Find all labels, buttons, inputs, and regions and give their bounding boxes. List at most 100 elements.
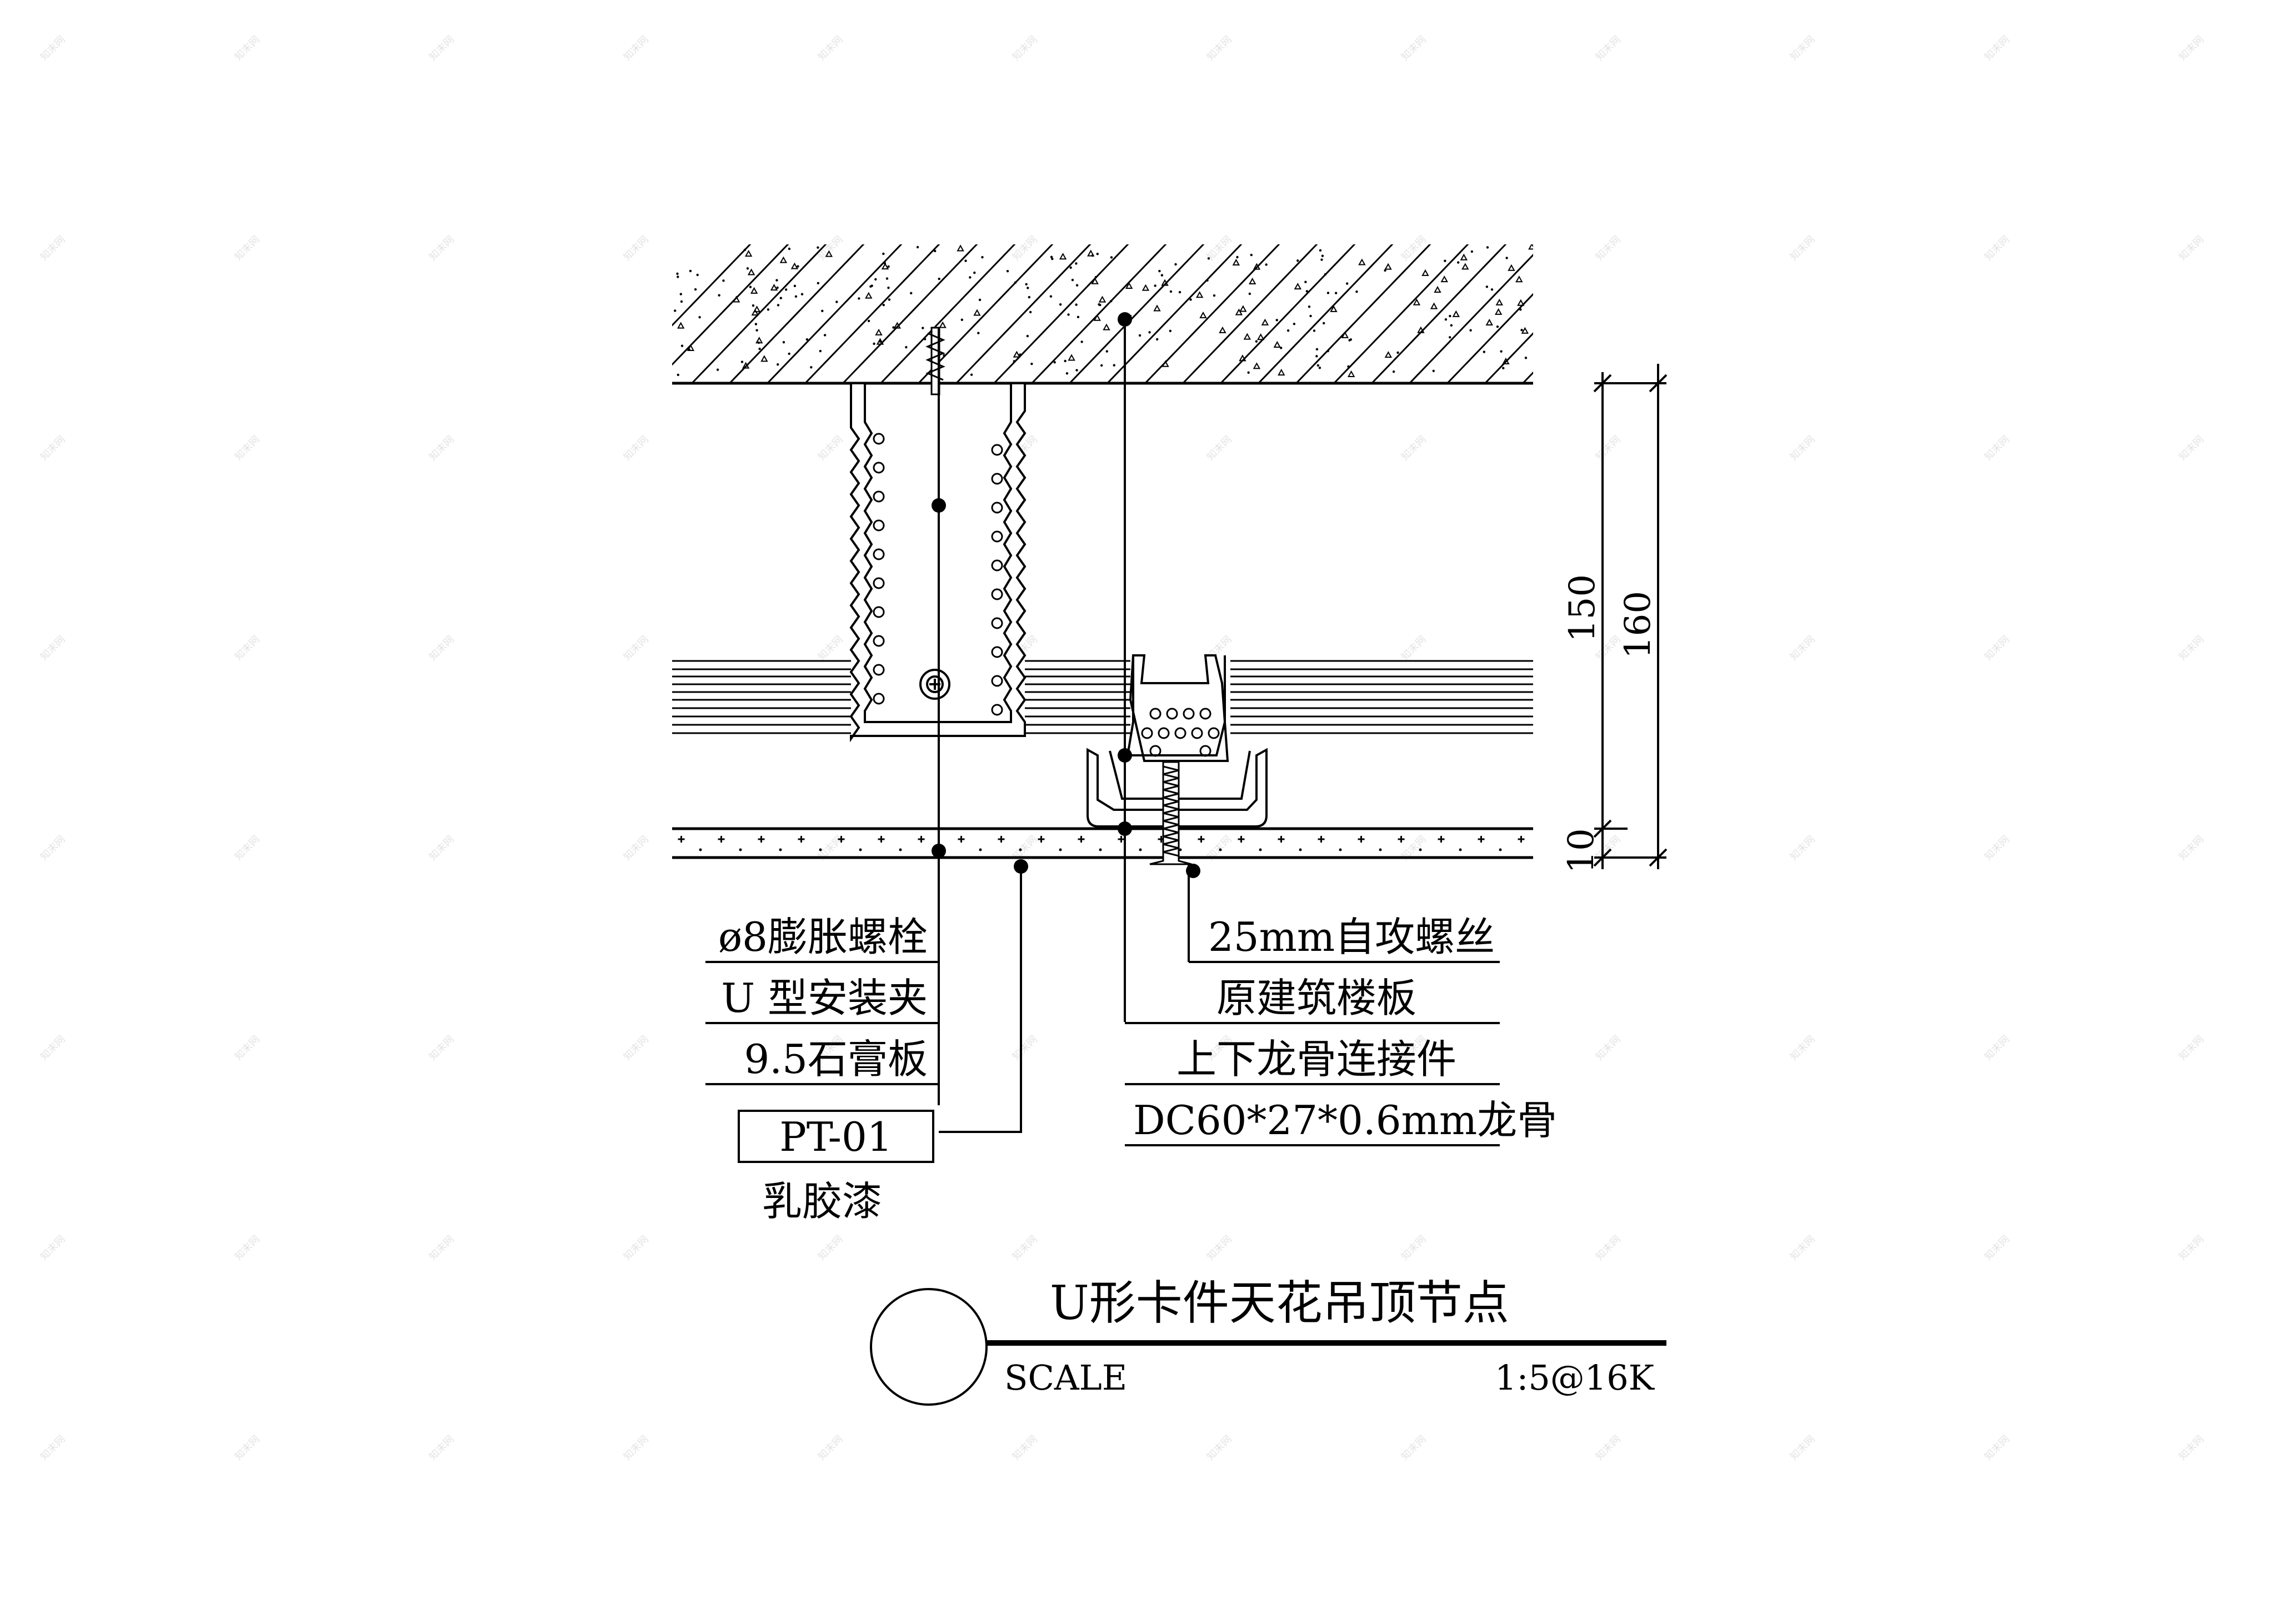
watermark: 知末网 xyxy=(622,234,651,263)
watermark: 知末网 xyxy=(1788,1433,1818,1463)
callout-floor-slab: 原建筑楼板 xyxy=(1216,975,1416,1021)
dim-total: 160 xyxy=(1618,591,1659,659)
watermark: 知末网 xyxy=(1788,1234,1818,1263)
watermark: 知末网 xyxy=(1594,434,1623,463)
watermark: 知末网 xyxy=(622,834,651,863)
watermark: 知末网 xyxy=(2177,234,2206,263)
watermark: 知末网 xyxy=(1594,34,1623,63)
watermark: 知末网 xyxy=(1982,1034,2012,1063)
dimension-lines xyxy=(1593,364,1668,869)
watermark: 知末网 xyxy=(1982,834,2012,863)
watermark: 知末网 xyxy=(1010,1034,1040,1063)
watermark: 知末网 xyxy=(1205,434,1234,463)
watermark: 知末网 xyxy=(1788,34,1818,63)
callout-gypsum-board: 9.5石膏板 xyxy=(744,1036,928,1082)
concrete-slab xyxy=(672,244,1533,385)
watermark: 知末网 xyxy=(1788,634,1818,663)
dc-keel-profile xyxy=(1126,654,1229,762)
main-keel-lines xyxy=(672,660,1533,734)
scale-value: 1:5@16K xyxy=(1495,1357,1655,1398)
watermark: 知末网 xyxy=(1399,34,1429,63)
watermark: 知末网 xyxy=(1982,634,2012,663)
watermark: 知末网 xyxy=(1594,1234,1623,1263)
watermark: 知末网 xyxy=(1982,1433,2012,1463)
watermark: 知末网 xyxy=(1594,1433,1623,1463)
watermark: 知末网 xyxy=(1399,1234,1429,1263)
watermark: 知末网 xyxy=(1788,234,1818,263)
title-block: U形卡件天花吊顶节点 SCALE 1:5@16K xyxy=(870,1276,1666,1406)
watermark: 知末网 xyxy=(2177,1234,2206,1263)
leader-dots xyxy=(932,312,1200,878)
watermark: 知末网 xyxy=(233,834,262,863)
watermark: 知末网 xyxy=(1788,834,1818,863)
callout-expansion-bolt: ø8膨胀螺栓 xyxy=(718,914,928,960)
watermark: 知末网 xyxy=(233,234,262,263)
watermark: 知末网 xyxy=(427,634,457,663)
watermark: 知末网 xyxy=(427,34,457,63)
watermark: 知末网 xyxy=(38,634,68,663)
watermark: 知末网 xyxy=(622,34,651,63)
watermark: 知末网 xyxy=(233,1034,262,1063)
watermark: 知末网 xyxy=(622,1234,651,1263)
watermark: 知末网 xyxy=(38,34,68,63)
watermark: 知末网 xyxy=(1399,634,1429,663)
watermark: 知末网 xyxy=(1205,1234,1234,1263)
gypsum-board xyxy=(672,827,1533,859)
watermark: 知末网 xyxy=(233,634,262,663)
watermark: 知末网 xyxy=(622,634,651,663)
watermark: 知末网 xyxy=(816,634,845,663)
watermark: 知末网 xyxy=(2177,1034,2206,1063)
watermark: 知末网 xyxy=(427,834,457,863)
callout-self-tapping-screw: 25mm自攻螺丝 xyxy=(1208,914,1495,960)
watermark: 知末网 xyxy=(816,34,845,63)
watermark: 知末网 xyxy=(1399,434,1429,463)
watermark: 知末网 xyxy=(622,1433,651,1463)
watermark: 知末网 xyxy=(427,1234,457,1263)
watermark: 知末网 xyxy=(427,234,457,263)
watermark: 知末网 xyxy=(1594,234,1623,263)
watermark: 知末网 xyxy=(1399,234,1429,263)
watermark: 知末网 xyxy=(38,1433,68,1463)
watermark: 知末网 xyxy=(1010,234,1040,263)
watermark: 知末网 xyxy=(38,434,68,463)
watermark: 知末网 xyxy=(233,1234,262,1263)
watermark: 知末网 xyxy=(816,1234,845,1263)
watermark: 知末网 xyxy=(622,1034,651,1063)
paint-code-box xyxy=(738,1110,934,1163)
watermark: 知末网 xyxy=(427,434,457,463)
watermark: 知末网 xyxy=(1010,1234,1040,1263)
watermark: 知末网 xyxy=(2177,834,2206,863)
watermark: 知末网 xyxy=(1982,1234,2012,1263)
dim-keel-zone: 150 xyxy=(1562,574,1603,642)
expansion-bolt xyxy=(925,327,945,395)
watermark: 知末网 xyxy=(38,1034,68,1063)
watermark: 知末网 xyxy=(38,834,68,863)
watermark: 知末网 xyxy=(1399,1433,1429,1463)
watermark: 知末网 xyxy=(816,1433,845,1463)
watermark: 知末网 xyxy=(2177,34,2206,63)
watermark: 知末网 xyxy=(1010,34,1040,63)
watermark: 知末网 xyxy=(2177,434,2206,463)
watermark: 知末网 xyxy=(427,1433,457,1463)
watermark: 知末网 xyxy=(1982,234,2012,263)
watermark: 知末网 xyxy=(1205,1433,1234,1463)
watermark: 知末网 xyxy=(1594,1034,1623,1063)
watermark: 知末网 xyxy=(233,34,262,63)
watermark: 知末网 xyxy=(2177,634,2206,663)
watermark: 知末网 xyxy=(816,234,845,263)
watermark: 知末网 xyxy=(233,434,262,463)
callout-keel: DC60*27*0.6mm龙骨 xyxy=(1133,1097,1557,1144)
watermark-layer: 知末网知末网知末网知末网知末网知末网知末网知末网知末网知末网知末网知末网知末网知… xyxy=(38,34,2206,1463)
watermark: 知末网 xyxy=(1205,34,1234,63)
callout-paint-name: 乳胶漆 xyxy=(762,1178,882,1225)
dim-board: 10 xyxy=(1561,828,1602,873)
watermark: 知末网 xyxy=(233,1433,262,1463)
u-clip xyxy=(849,382,1027,743)
watermark: 知末网 xyxy=(1982,34,2012,63)
watermark: 知末网 xyxy=(1982,434,2012,463)
watermark: 知末网 xyxy=(1010,1433,1040,1463)
watermark: 知末网 xyxy=(427,1034,457,1063)
leader-lines xyxy=(705,319,1500,1146)
scale-label: SCALE xyxy=(1004,1357,1127,1398)
